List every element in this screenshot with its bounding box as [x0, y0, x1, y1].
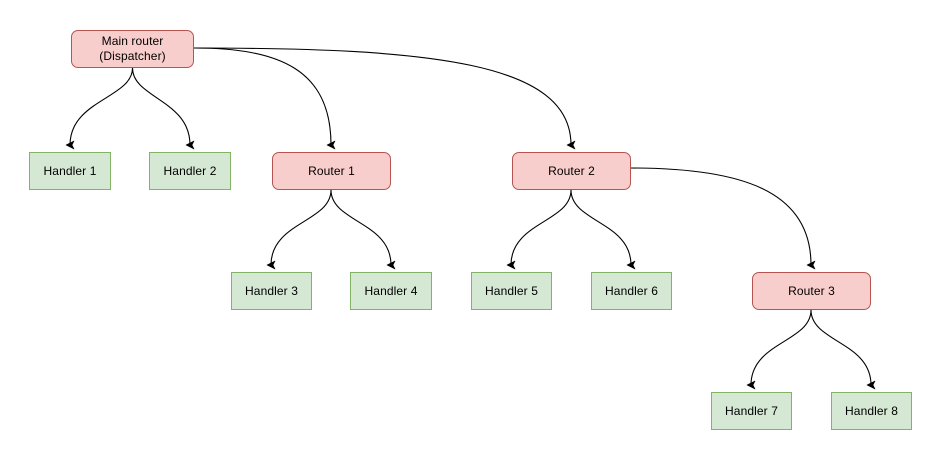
diagram-edge	[131, 67, 195, 150]
node-label: Handler 5	[485, 283, 538, 298]
node-label: Handler 8	[845, 403, 898, 418]
diagram-edge	[570, 189, 636, 270]
diagram-edge	[266, 189, 332, 270]
node-router-1[interactable]: Router 1	[272, 152, 391, 190]
node-handler-4[interactable]: Handler 4	[350, 272, 432, 310]
diagram-edge	[330, 189, 396, 270]
diagram-edge	[193, 47, 336, 150]
node-label: Handler 4	[364, 283, 418, 298]
node-label: Handler 7	[725, 403, 778, 418]
node-label: Handler 6	[605, 283, 658, 298]
node-label: Handler 3	[245, 283, 298, 298]
node-label: Router 2	[548, 163, 595, 178]
node-label: Handler 2	[163, 163, 217, 178]
diagram-edge	[630, 167, 816, 270]
node-router-3[interactable]: Router 3	[752, 272, 871, 310]
node-handler-1[interactable]: Handler 1	[29, 152, 111, 190]
diagram-edge	[746, 309, 812, 390]
node-handler-3[interactable]: Handler 3	[231, 272, 312, 310]
node-label: Router 1	[308, 163, 355, 178]
node-handler-6[interactable]: Handler 6	[591, 272, 672, 310]
node-label: Main router (Dispatcher)	[99, 34, 166, 63]
node-handler-8[interactable]: Handler 8	[831, 392, 912, 430]
diagram-edge	[506, 189, 572, 270]
node-router-2[interactable]: Router 2	[512, 152, 631, 190]
node-label: Router 3	[788, 283, 835, 298]
node-handler-5[interactable]: Handler 5	[471, 272, 552, 310]
node-handler-7[interactable]: Handler 7	[711, 392, 792, 430]
node-handler-2[interactable]: Handler 2	[149, 152, 231, 190]
diagram-edge	[65, 67, 134, 150]
diagram-edge	[810, 309, 876, 390]
diagram-edge	[193, 47, 576, 150]
node-main-router[interactable]: Main router (Dispatcher)	[71, 30, 194, 68]
node-label: Handler 1	[43, 163, 97, 178]
